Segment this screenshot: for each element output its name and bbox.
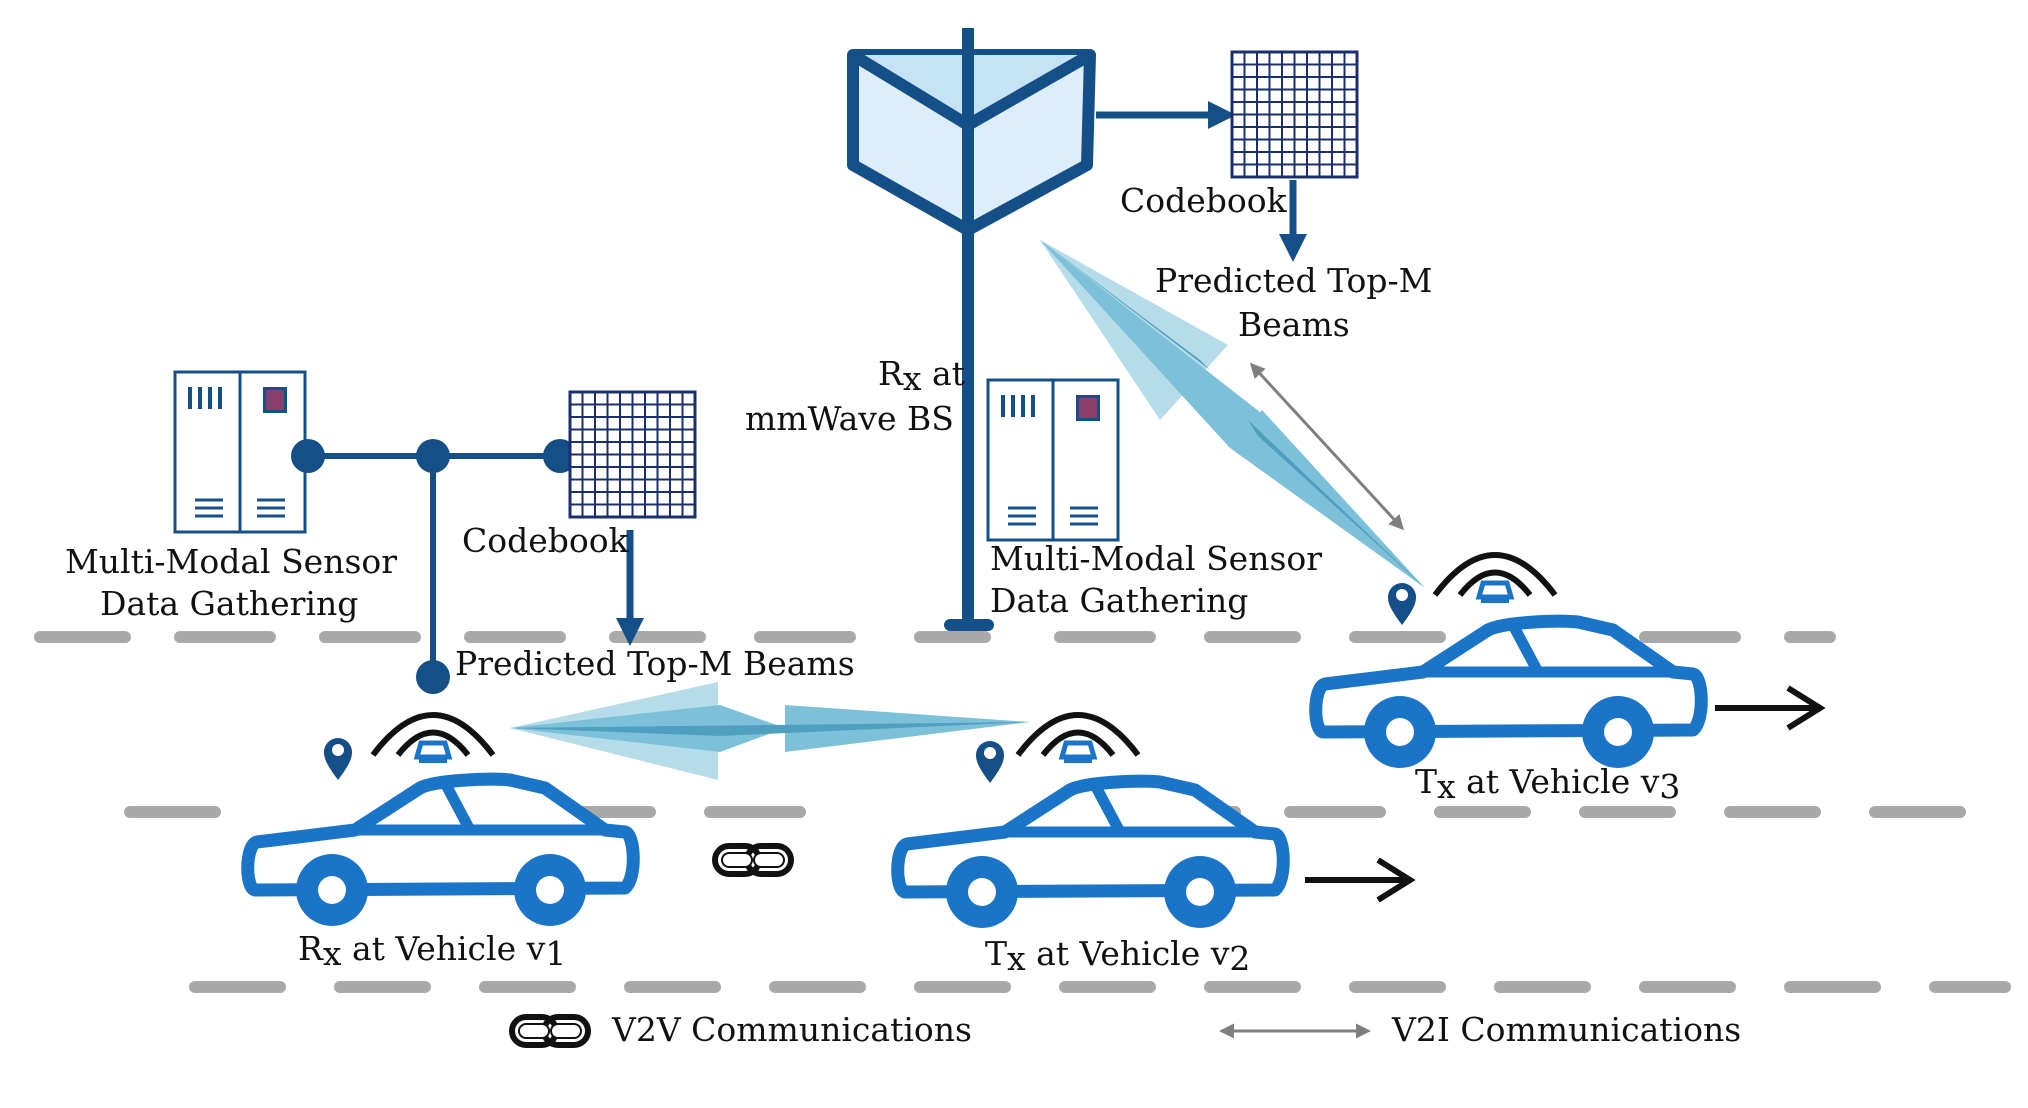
bs-rx-label: Rx at xyxy=(878,354,965,398)
beam-v2-to-v1 xyxy=(510,682,1030,780)
codebook-left-label: Codebook xyxy=(462,521,630,560)
predicted-top-m-beams-top-label-line2: Beams xyxy=(1238,305,1350,344)
multimodal-sensor-left-line2: Data Gathering xyxy=(100,584,358,623)
server-icon-left xyxy=(173,370,307,534)
antenna-icon xyxy=(847,28,1096,631)
legend-chain-link-icon xyxy=(512,1017,588,1045)
vehicle-v1 xyxy=(248,715,634,926)
codebook-grid-icon-left xyxy=(568,390,697,519)
legend-v2i-label: V2I Communications xyxy=(1391,1010,1741,1049)
chain-link-icon xyxy=(715,846,791,874)
v2i-link-arrow xyxy=(1249,362,1405,531)
vehicle-v2-arrowhead xyxy=(1376,857,1416,903)
vehicle-v2-label: Tx at Vehicle v2 xyxy=(985,934,1250,978)
predicted-top-m-beams-left-label: Predicted Top-M Beams xyxy=(455,644,855,683)
vehicle-v2 xyxy=(898,715,1284,928)
multimodal-sensor-left-line1: Multi-Modal Sensor xyxy=(65,542,397,581)
codebook-grid-icon xyxy=(1230,50,1359,179)
codebook-top-label: Codebook xyxy=(1120,181,1288,220)
legend-v2v-label: V2V Communications xyxy=(611,1010,972,1049)
vehicle-v3-arrowhead xyxy=(1786,685,1826,731)
predicted-top-m-beams-top-label: Predicted Top-M xyxy=(1155,261,1432,300)
vehicle-v3 xyxy=(1316,555,1702,768)
multimodal-sensor-middle-line1: Multi-Modal Sensor xyxy=(990,539,1322,578)
vehicle-v3-label: Tx at Vehicle v3 xyxy=(1415,762,1680,806)
vehicle-v1-label: Rx at Vehicle v1 xyxy=(298,929,566,973)
multimodal-sensor-middle-line2: Data Gathering xyxy=(990,581,1248,620)
bs-rx-label-line2: mmWave BS xyxy=(745,399,954,438)
server-icon-middle xyxy=(986,378,1120,542)
